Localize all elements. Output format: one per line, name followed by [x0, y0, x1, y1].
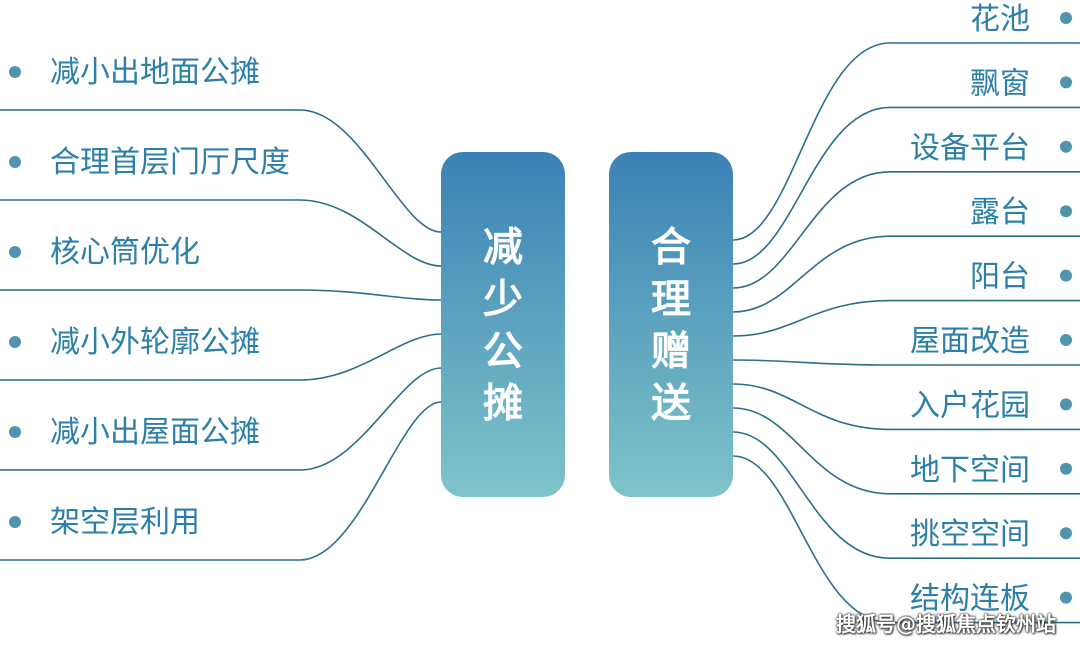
bullet-dot: [9, 246, 21, 258]
right-box-label-char: 赠: [651, 329, 691, 375]
right-item-label: 飘窗: [970, 66, 1030, 101]
right-box-label-char: 送: [651, 381, 691, 427]
right-item-label: 花池: [970, 2, 1030, 37]
bullet-dot: [1060, 527, 1072, 540]
bullet-dot: [9, 516, 21, 528]
right-connector: [732, 407, 1080, 495]
bullet-dot: [1060, 591, 1072, 604]
left-connector: [0, 401, 442, 561]
left-connector: [0, 199, 442, 267]
right-item-label: 地下空间: [910, 453, 1030, 488]
left-connector: [0, 289, 442, 301]
right-connector: [732, 455, 1080, 624]
right-connector: [732, 431, 1080, 559]
left-item-label: 减小出屋面公摊: [50, 415, 260, 450]
right-item-label: 挑空空间: [910, 517, 1030, 552]
right-connector: [732, 359, 1080, 366]
bullet-dot: [1060, 205, 1072, 218]
watermark: 搜狐号@搜狐焦点钦州站: [836, 612, 1056, 636]
left-box-label-char: 少: [483, 277, 523, 323]
right-connector: [732, 383, 1080, 431]
bullet-dot: [1060, 334, 1072, 346]
left-box-label-char: 公: [483, 329, 523, 375]
bullet-dot: [1060, 462, 1072, 475]
right-item-label: 设备平台: [910, 131, 1030, 166]
right-box-label-char: 理: [651, 277, 691, 323]
right-item-label: 入户花园: [910, 388, 1030, 423]
left-item-label: 核心筒优化: [50, 235, 200, 270]
left-connector: [0, 333, 442, 381]
right-item-label: 屋面改造: [910, 324, 1030, 359]
bullet-dot: [9, 426, 21, 438]
left-box: [441, 152, 565, 497]
left-connector: [0, 367, 442, 471]
left-box-label-char: 减: [483, 225, 523, 271]
right-connector: [732, 171, 1080, 289]
bullet-dot: [1060, 398, 1072, 411]
right-connector: [732, 299, 1080, 337]
left-box-label-char: 摊: [483, 381, 523, 427]
right-item-label: 结构连板: [910, 582, 1030, 617]
left-item-label: 合理首层门厅尺度: [50, 145, 290, 180]
bullet-dot: [9, 66, 21, 78]
left-item-label: 减小出地面公摊: [50, 55, 260, 90]
bullet-dot: [9, 156, 21, 168]
left-item-label: 减小外轮廓公摊: [50, 325, 260, 360]
right-box-label-char: 合: [651, 225, 691, 271]
bullet-dot: [1060, 140, 1072, 153]
bullet-dot: [9, 336, 21, 348]
left-connector: [0, 109, 442, 233]
bullet-dot: [1060, 12, 1072, 24]
right-item-label: 阳台: [970, 260, 1030, 295]
connector-lines: [0, 42, 1080, 624]
right-box: [609, 152, 733, 497]
right-connector: [732, 235, 1080, 313]
right-connector: [732, 42, 1080, 241]
right-item-label: 露台: [970, 195, 1030, 230]
left-item-label: 架空层利用: [50, 505, 200, 540]
bullet-dot: [1060, 269, 1072, 282]
right-connector: [732, 106, 1080, 265]
bullet-dot: [1060, 76, 1072, 89]
